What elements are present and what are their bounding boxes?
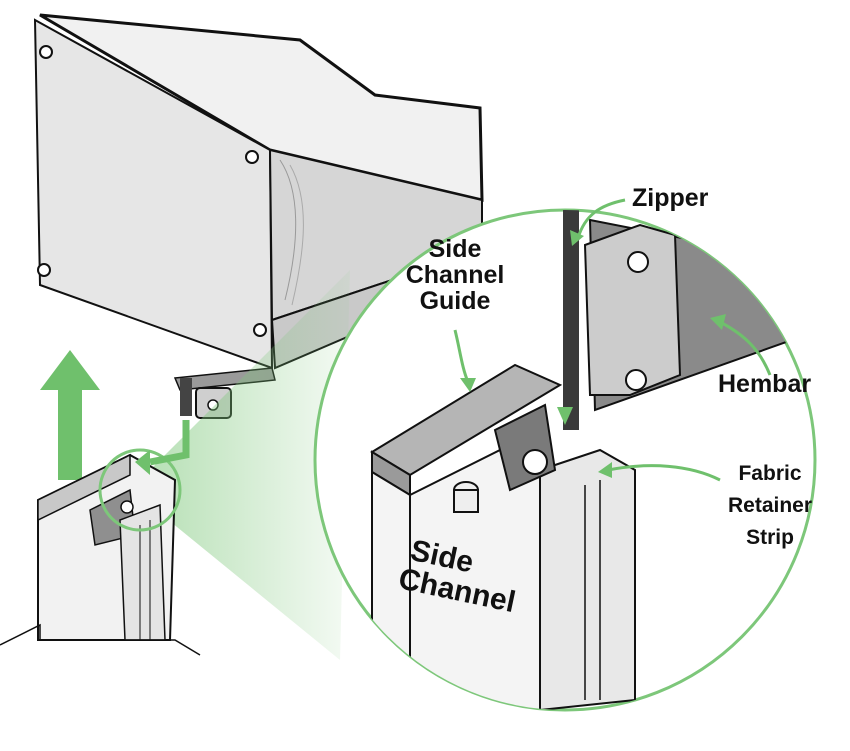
up-arrow-icon [40,350,100,480]
focus-circle [98,448,182,532]
label-zipper: Zipper [632,184,709,212]
label-fabric-retainer-strip-3: Strip [746,526,794,549]
label-side-channel-guide-2: Channel [406,261,505,289]
label-side-channel-guide-3: Guide [420,287,491,315]
zipper-small [180,378,192,416]
zoom-beam [150,270,350,660]
label-hembar: Hembar [718,370,811,398]
label-side-channel-guide-1: Side [429,235,482,263]
fabric-retainer-strip [539,448,636,710]
label-fabric-retainer-strip-1: Fabric [738,462,801,485]
label-fabric-retainer-strip-2: Retainer [728,494,812,517]
small-side-channel [0,448,201,656]
screw-icon [37,263,51,277]
zipper [563,210,579,430]
roller-housing [33,13,484,419]
screw-icon [245,150,259,164]
pointer-arrowheads [460,230,726,478]
screw-icon [253,323,267,337]
screw-icon [39,45,53,59]
down-arrow-icon [135,420,190,475]
zoom-detail [313,208,817,712]
